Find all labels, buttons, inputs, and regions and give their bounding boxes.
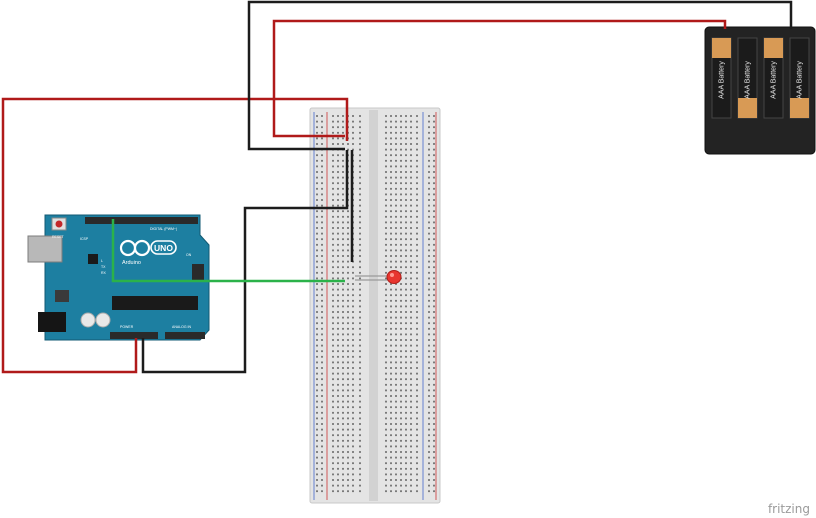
- usb-port: [27, 235, 63, 263]
- led: [355, 270, 402, 284]
- arduino-brand-text: Arduino: [122, 260, 141, 266]
- battery-cell-label: AAA Battery: [796, 61, 803, 99]
- power-label: POWER: [120, 325, 134, 329]
- wire-gnd-black: [141, 150, 349, 374]
- on-label: ON: [186, 253, 192, 257]
- fritzing-watermark: fritzing: [767, 502, 810, 516]
- capacitor: [80, 312, 96, 328]
- arduino-logo: [119, 239, 177, 257]
- uno-logo-text: UNO: [154, 243, 173, 253]
- icsp-header: [192, 264, 204, 280]
- wires: [1, 0, 793, 374]
- digital-label: DIGITAL (PWM~): [150, 227, 177, 231]
- battery-cell-label: AAA Battery: [744, 61, 751, 99]
- wire-5v-red: [1, 97, 349, 374]
- led-highlight: [390, 273, 394, 277]
- breadboard: [309, 107, 441, 504]
- battery-cell-end: [738, 98, 757, 118]
- battery-cell-end: [764, 38, 783, 58]
- small-chip: [88, 254, 98, 264]
- tx-label: TX: [101, 265, 106, 269]
- battery-pack: AAA Battery AAA Battery AAA Battery AAA Bat…: [704, 26, 816, 155]
- wire-battery-negative-black: [247, 0, 793, 151]
- regulator: [55, 290, 69, 302]
- battery-cell-label: AAA Battery: [770, 61, 777, 99]
- capacitor: [95, 312, 111, 328]
- battery-case: [704, 26, 816, 155]
- l-label: L: [101, 259, 103, 263]
- wire-battery-positive-red: [272, 19, 727, 138]
- battery-cell-end: [790, 98, 809, 118]
- rx-label: RX: [101, 271, 107, 275]
- reset-label: RESET: [52, 235, 65, 239]
- atmega-chip: [112, 296, 198, 310]
- battery-cells: AAA Battery AAA Battery AAA Battery AAA Bat…: [711, 37, 810, 119]
- arduino-uno-board: UNO Arduino RESET ICSP DIGITAL (PWM~) PO…: [27, 214, 210, 341]
- battery-cell-end: [712, 38, 731, 58]
- battery-cell-label: AAA Battery: [718, 61, 725, 99]
- breadboard-holes: [316, 115, 435, 493]
- power-header: [110, 332, 158, 339]
- wire-signal-green: [111, 219, 345, 283]
- power-jack: [38, 312, 66, 332]
- reset-button-cap: [55, 220, 63, 228]
- digital-header: [85, 217, 198, 224]
- led-body: [386, 270, 402, 284]
- analog-header: [165, 332, 205, 339]
- icsp-label: ICSP: [80, 237, 89, 241]
- breadboard-channel: [369, 110, 378, 501]
- analog-label: ANALOG IN: [172, 325, 192, 329]
